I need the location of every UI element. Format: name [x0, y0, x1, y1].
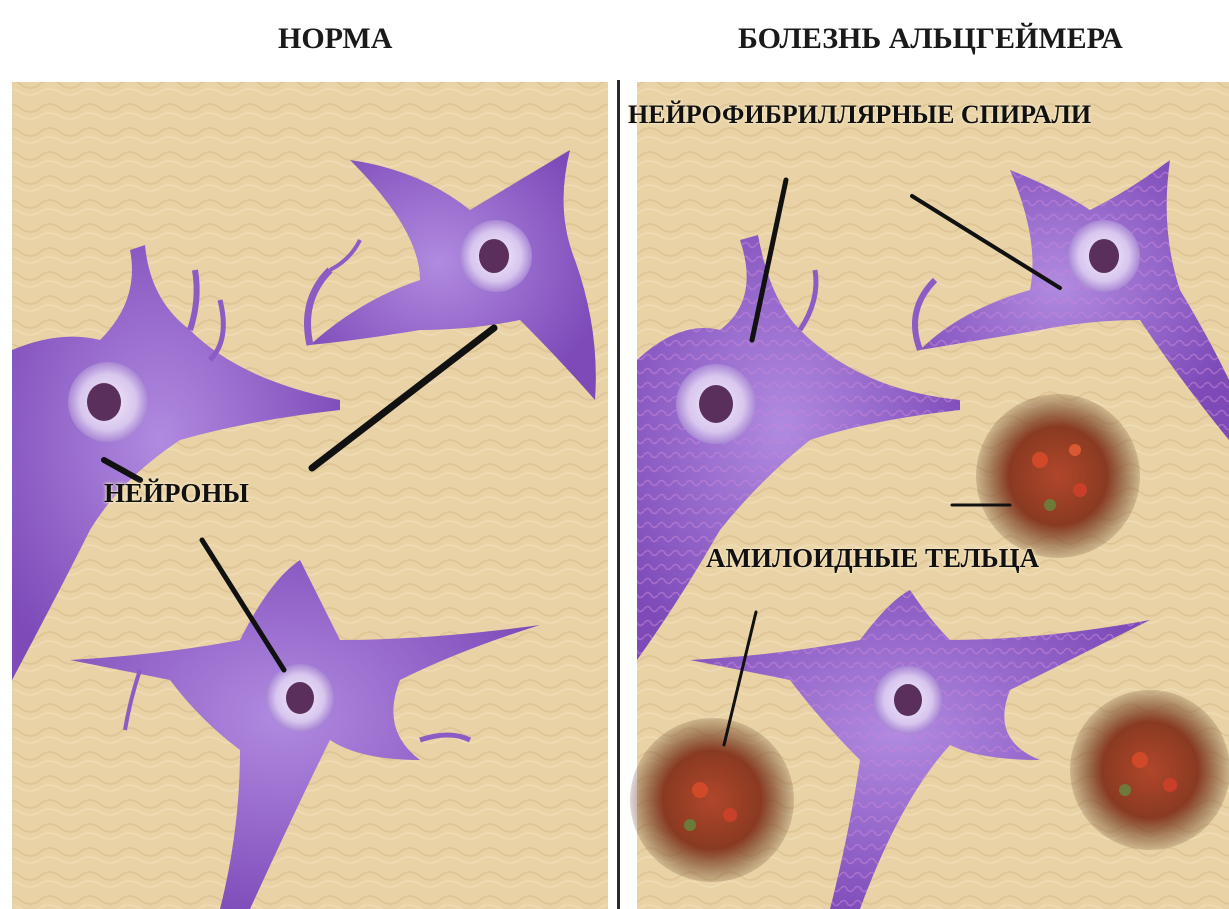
amyloid-plaque-bottom-right [1070, 690, 1229, 850]
tangles-label: НЕЙРОФИБРИЛЛЯРНЫЕ СПИРАЛИ [628, 100, 1091, 130]
panel-divider [617, 80, 620, 909]
amyloid-plaque-center [976, 394, 1140, 558]
amyloid-plaque-bottom-left [630, 718, 794, 882]
neurons-label: НЕЙРОНЫ [104, 478, 249, 509]
amyloid-label: АМИЛОИДНЫЕ ТЕЛЬЦА [706, 543, 1039, 574]
